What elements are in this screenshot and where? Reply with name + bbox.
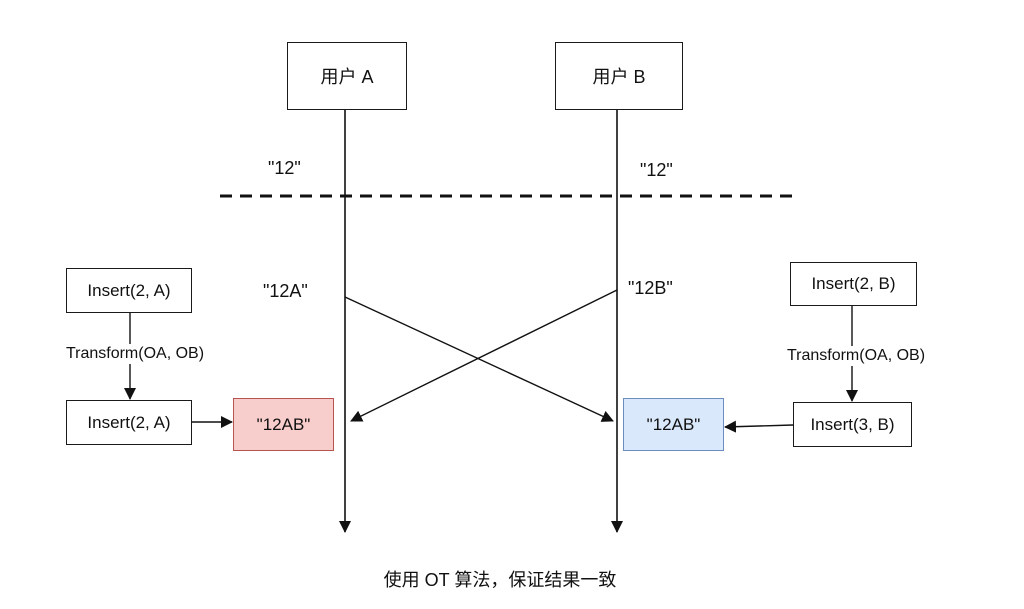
user-b-label: 用户 B: [592, 67, 646, 87]
left-transformed-operation-box: Insert(2, A): [66, 400, 192, 445]
result-box-a: "12AB": [233, 398, 334, 451]
right-transformed-operation-label: Insert(3, B): [810, 414, 895, 434]
left-operation-box: Insert(2, A): [66, 268, 192, 313]
diagram-caption: 使用 OT 算法，保证结果一致: [383, 570, 617, 590]
initial-state-b: "12": [640, 160, 673, 180]
cross-arrow-b-to-a: [350, 289, 618, 422]
user-a-box: 用户 A: [287, 42, 407, 110]
result-box-b: "12AB": [623, 398, 724, 451]
user-b-box: 用户 B: [555, 42, 683, 110]
left-transform-label: Transform(OA, OB): [52, 344, 218, 364]
initial-state-a: "12": [268, 158, 301, 178]
local-state-a: "12A": [263, 281, 308, 301]
right-operation-box: Insert(2, B): [790, 262, 917, 306]
user-a-label: 用户 A: [320, 67, 374, 87]
result-a-label: "12AB": [256, 414, 311, 434]
cross-arrow-a-to-b: [344, 296, 614, 422]
right-transformed-operation-box: Insert(3, B): [793, 402, 912, 447]
left-transformed-operation-label: Insert(2, A): [87, 412, 171, 432]
local-state-b: "12B": [628, 278, 673, 298]
left-operation-label: Insert(2, A): [87, 280, 171, 300]
right-transform-label: Transform(OA, OB): [772, 346, 940, 366]
right-operation-label: Insert(2, B): [811, 274, 896, 293]
result-b-label: "12AB": [646, 414, 701, 434]
right-apply-arrow: [724, 420, 794, 433]
